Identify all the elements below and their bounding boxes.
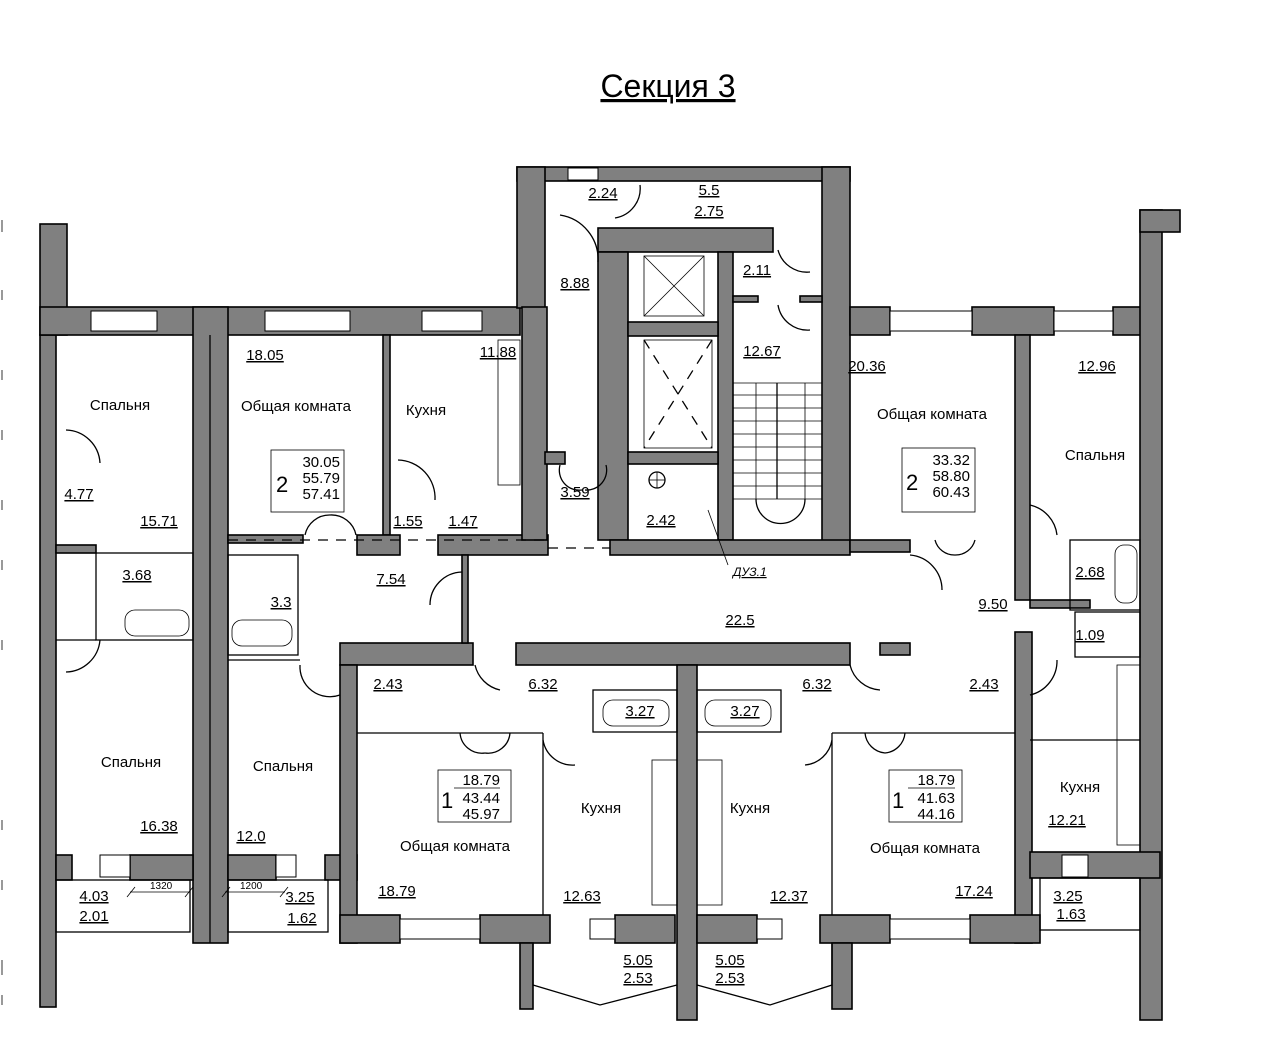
area-label: 12.67 <box>743 343 781 360</box>
interior-lines <box>55 184 1141 1006</box>
area-label: 20.36 <box>848 358 886 375</box>
apartment-total-with-balcony: 60.43 <box>932 484 970 501</box>
area-label: 11.88 <box>480 344 516 361</box>
area-label: 16.38 <box>140 818 178 835</box>
area-label: 17.24 <box>955 883 993 900</box>
area-label: 12.63 <box>563 888 601 905</box>
area-label: 9.50 <box>978 596 1007 613</box>
area-label: 3.25 <box>285 889 314 906</box>
area-label: 1.09 <box>1075 627 1104 644</box>
room-label-bedroom: Спальня <box>1065 447 1125 464</box>
area-label: 6.32 <box>528 676 557 693</box>
room-label-living-room: Общая комната <box>400 838 511 855</box>
apartment-total-with-balcony: 57.41 <box>302 486 340 503</box>
area-label: 2.53 <box>623 970 652 987</box>
apartment-rooms: 1 <box>892 788 904 813</box>
area-label: 5.05 <box>715 952 744 969</box>
apartment-total-area: 43.44 <box>462 790 500 807</box>
area-label: 3.27 <box>730 703 759 720</box>
area-label: 6.32 <box>802 676 831 693</box>
area-label: 7.54 <box>376 571 405 588</box>
apartment-total-with-balcony: 44.16 <box>917 806 955 823</box>
area-labels: 2.24 5.5 2.75 8.88 2.11 12.67 18.05 11.8… <box>64 182 1115 987</box>
area-label: 1.55 <box>393 513 422 530</box>
apartment-living-area: 18.79 <box>917 772 955 789</box>
area-label: 12.96 <box>1078 358 1116 375</box>
area-label: 22.5 <box>725 612 754 629</box>
apartment-total-area: 41.63 <box>917 790 955 807</box>
area-label: 18.05 <box>246 347 284 364</box>
area-label: 5.5 <box>699 182 720 199</box>
area-label: 12.21 <box>1048 812 1086 829</box>
dimension-label: 1200 <box>240 881 263 892</box>
area-label: 2.43 <box>373 676 402 693</box>
area-label: 2.01 <box>79 908 108 925</box>
area-label: 2.11 <box>743 262 771 279</box>
area-label: 15.71 <box>140 513 178 530</box>
apartment-living-area: 18.79 <box>462 772 500 789</box>
area-label: 4.77 <box>64 486 93 503</box>
area-label: 5.05 <box>623 952 652 969</box>
area-label: 1.62 <box>287 910 316 927</box>
apartment-living-area: 33.32 <box>932 452 970 469</box>
area-label: 12.0 <box>236 828 265 845</box>
room-label-kitchen: Кухня <box>581 800 621 817</box>
area-label: 12.37 <box>770 888 808 905</box>
walls <box>39 166 1181 1021</box>
room-label-kitchen: Кухня <box>730 800 770 817</box>
apartment-living-area: 30.05 <box>302 454 340 471</box>
apartment-rooms: 2 <box>276 472 288 497</box>
apartment-rooms: 1 <box>441 788 453 813</box>
area-label: 3.68 <box>122 567 151 584</box>
area-label: 3.25 <box>1053 888 1082 905</box>
area-label: 2.42 <box>646 512 675 529</box>
windows <box>90 167 1114 940</box>
room-label-kitchen: Кухня <box>406 402 446 419</box>
apartment-rooms: 2 <box>906 470 918 495</box>
room-label-living-room: Общая комната <box>877 406 988 423</box>
area-label: 2.43 <box>969 676 998 693</box>
annotations: ДУЗ.1 1320 1200 <box>126 565 767 898</box>
area-label: 3.27 <box>625 703 654 720</box>
area-label: 8.88 <box>560 275 589 292</box>
area-label: 18.79 <box>378 883 416 900</box>
smoke-vent-label: ДУЗ.1 <box>731 565 767 579</box>
dimension-label: 1320 <box>150 881 173 892</box>
area-label: 3.59 <box>560 484 589 501</box>
area-label: 2.68 <box>1075 564 1104 581</box>
area-label: 2.24 <box>588 185 617 202</box>
area-label: 4.03 <box>79 888 108 905</box>
room-label-kitchen: Кухня <box>1060 779 1100 796</box>
room-label-living-room: Общая комната <box>241 398 352 415</box>
area-label: 2.75 <box>694 203 723 220</box>
area-label: 2.53 <box>715 970 744 987</box>
room-label-bedroom: Спальня <box>101 754 161 771</box>
apartment-total-with-balcony: 45.97 <box>462 806 500 823</box>
page-title: Секция 3 <box>600 68 735 104</box>
room-label-living-room: Общая комната <box>870 840 981 857</box>
area-label: 1.47 <box>448 513 477 530</box>
apartment-summary: 2 30.05 55.79 57.41 2 33.32 58.80 60.43 … <box>270 447 976 823</box>
area-label: 1.63 <box>1056 906 1085 923</box>
apartment-total-area: 58.80 <box>932 468 970 485</box>
room-label-bedroom: Спальня <box>253 758 313 775</box>
apartment-total-area: 55.79 <box>302 470 340 487</box>
room-names: Спальня Общая комната Кухня Общая комнат… <box>90 397 1125 857</box>
area-label: 3.3 <box>271 594 292 611</box>
room-label-bedroom: Спальня <box>90 397 150 414</box>
